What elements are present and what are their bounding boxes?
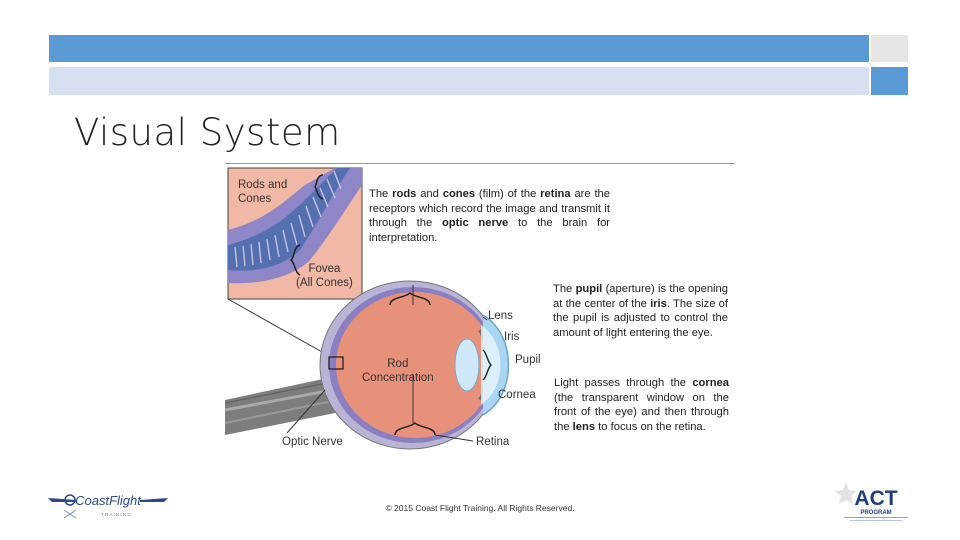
iris-label: Iris — [504, 331, 520, 343]
cornea-description-run: (the transparent window on the front of … — [554, 391, 729, 433]
rods-cones-label: Rods and Cones — [238, 179, 288, 205]
pupil-description-run: pupil — [575, 283, 603, 295]
act-logo-text: ACT — [854, 487, 897, 510]
act-logo-sub: PROGRAM — [860, 510, 891, 516]
cornea-description-run: cornea — [692, 377, 729, 389]
retina-description-run: are the receptors which record the image… — [369, 188, 610, 230]
pupil-description-run: (aperture) is the opening at the center … — [553, 283, 728, 310]
retina-description-run: cones — [442, 188, 476, 200]
cornea-description-run: Light passes through the — [554, 377, 693, 389]
retina-description-run: and — [416, 188, 443, 200]
eye-interior — [336, 292, 494, 438]
eye-lens — [454, 338, 480, 392]
rod-concentration-label: Rod Concentration — [362, 358, 434, 384]
subheader-band — [49, 67, 869, 95]
retina-description-run: retina — [540, 188, 571, 200]
cornea-description-run: lens — [572, 420, 596, 433]
cornea-label: Cornea — [498, 389, 536, 401]
pupil-description-run: The — [553, 283, 576, 295]
retina-description-run: The — [369, 188, 393, 200]
retina-description-run: optic nerve — [441, 217, 509, 230]
subheader-band-end — [871, 67, 908, 95]
retina-rods — [234, 170, 342, 268]
pupil-description-run: iris — [650, 297, 667, 310]
retina-inset-inner — [228, 168, 350, 271]
retina-label: Retina — [476, 436, 510, 448]
cornea-description-run: to focus on the retina. — [595, 420, 706, 433]
fovea-label: Fovea (All Cones) — [296, 263, 353, 289]
title-divider — [225, 163, 735, 164]
pupil-label: Pupil — [515, 354, 541, 366]
act-program-logo: ACT PROGRAM — [835, 482, 908, 521]
optic-nerve-label: Optic Nerve — [282, 436, 343, 448]
lens-label: Lens — [488, 310, 513, 322]
page-title: Visual System — [74, 111, 341, 154]
retina-description-run: to the brain for interpretation. — [369, 217, 611, 244]
cornea-description: Light passes through the cornea (the tra… — [554, 376, 729, 434]
footer-copyright: © 2015 Coast Flight Training. All Rights… — [385, 503, 575, 513]
fovea-marker — [328, 356, 344, 370]
header-band-end — [871, 35, 908, 62]
coast-flight-logo-text: CoastFlight — [75, 493, 142, 508]
header-band — [49, 35, 869, 62]
coast-flight-logo: CoastFlight T R A I N I N G — [48, 493, 168, 519]
eye-diagram — [225, 167, 510, 450]
pupil-description: The pupil (aperture) is the opening at t… — [553, 282, 728, 340]
retina-description-run: (film) of the — [475, 188, 541, 200]
retina-description-run: rods — [392, 188, 417, 200]
retina-description: The rods and cones (film) of the retina … — [369, 187, 610, 245]
pupil-description-run: . The size of the pupil is adjusted to c… — [553, 297, 729, 339]
coast-flight-logo-sub: T R A I N I N G — [101, 512, 131, 517]
